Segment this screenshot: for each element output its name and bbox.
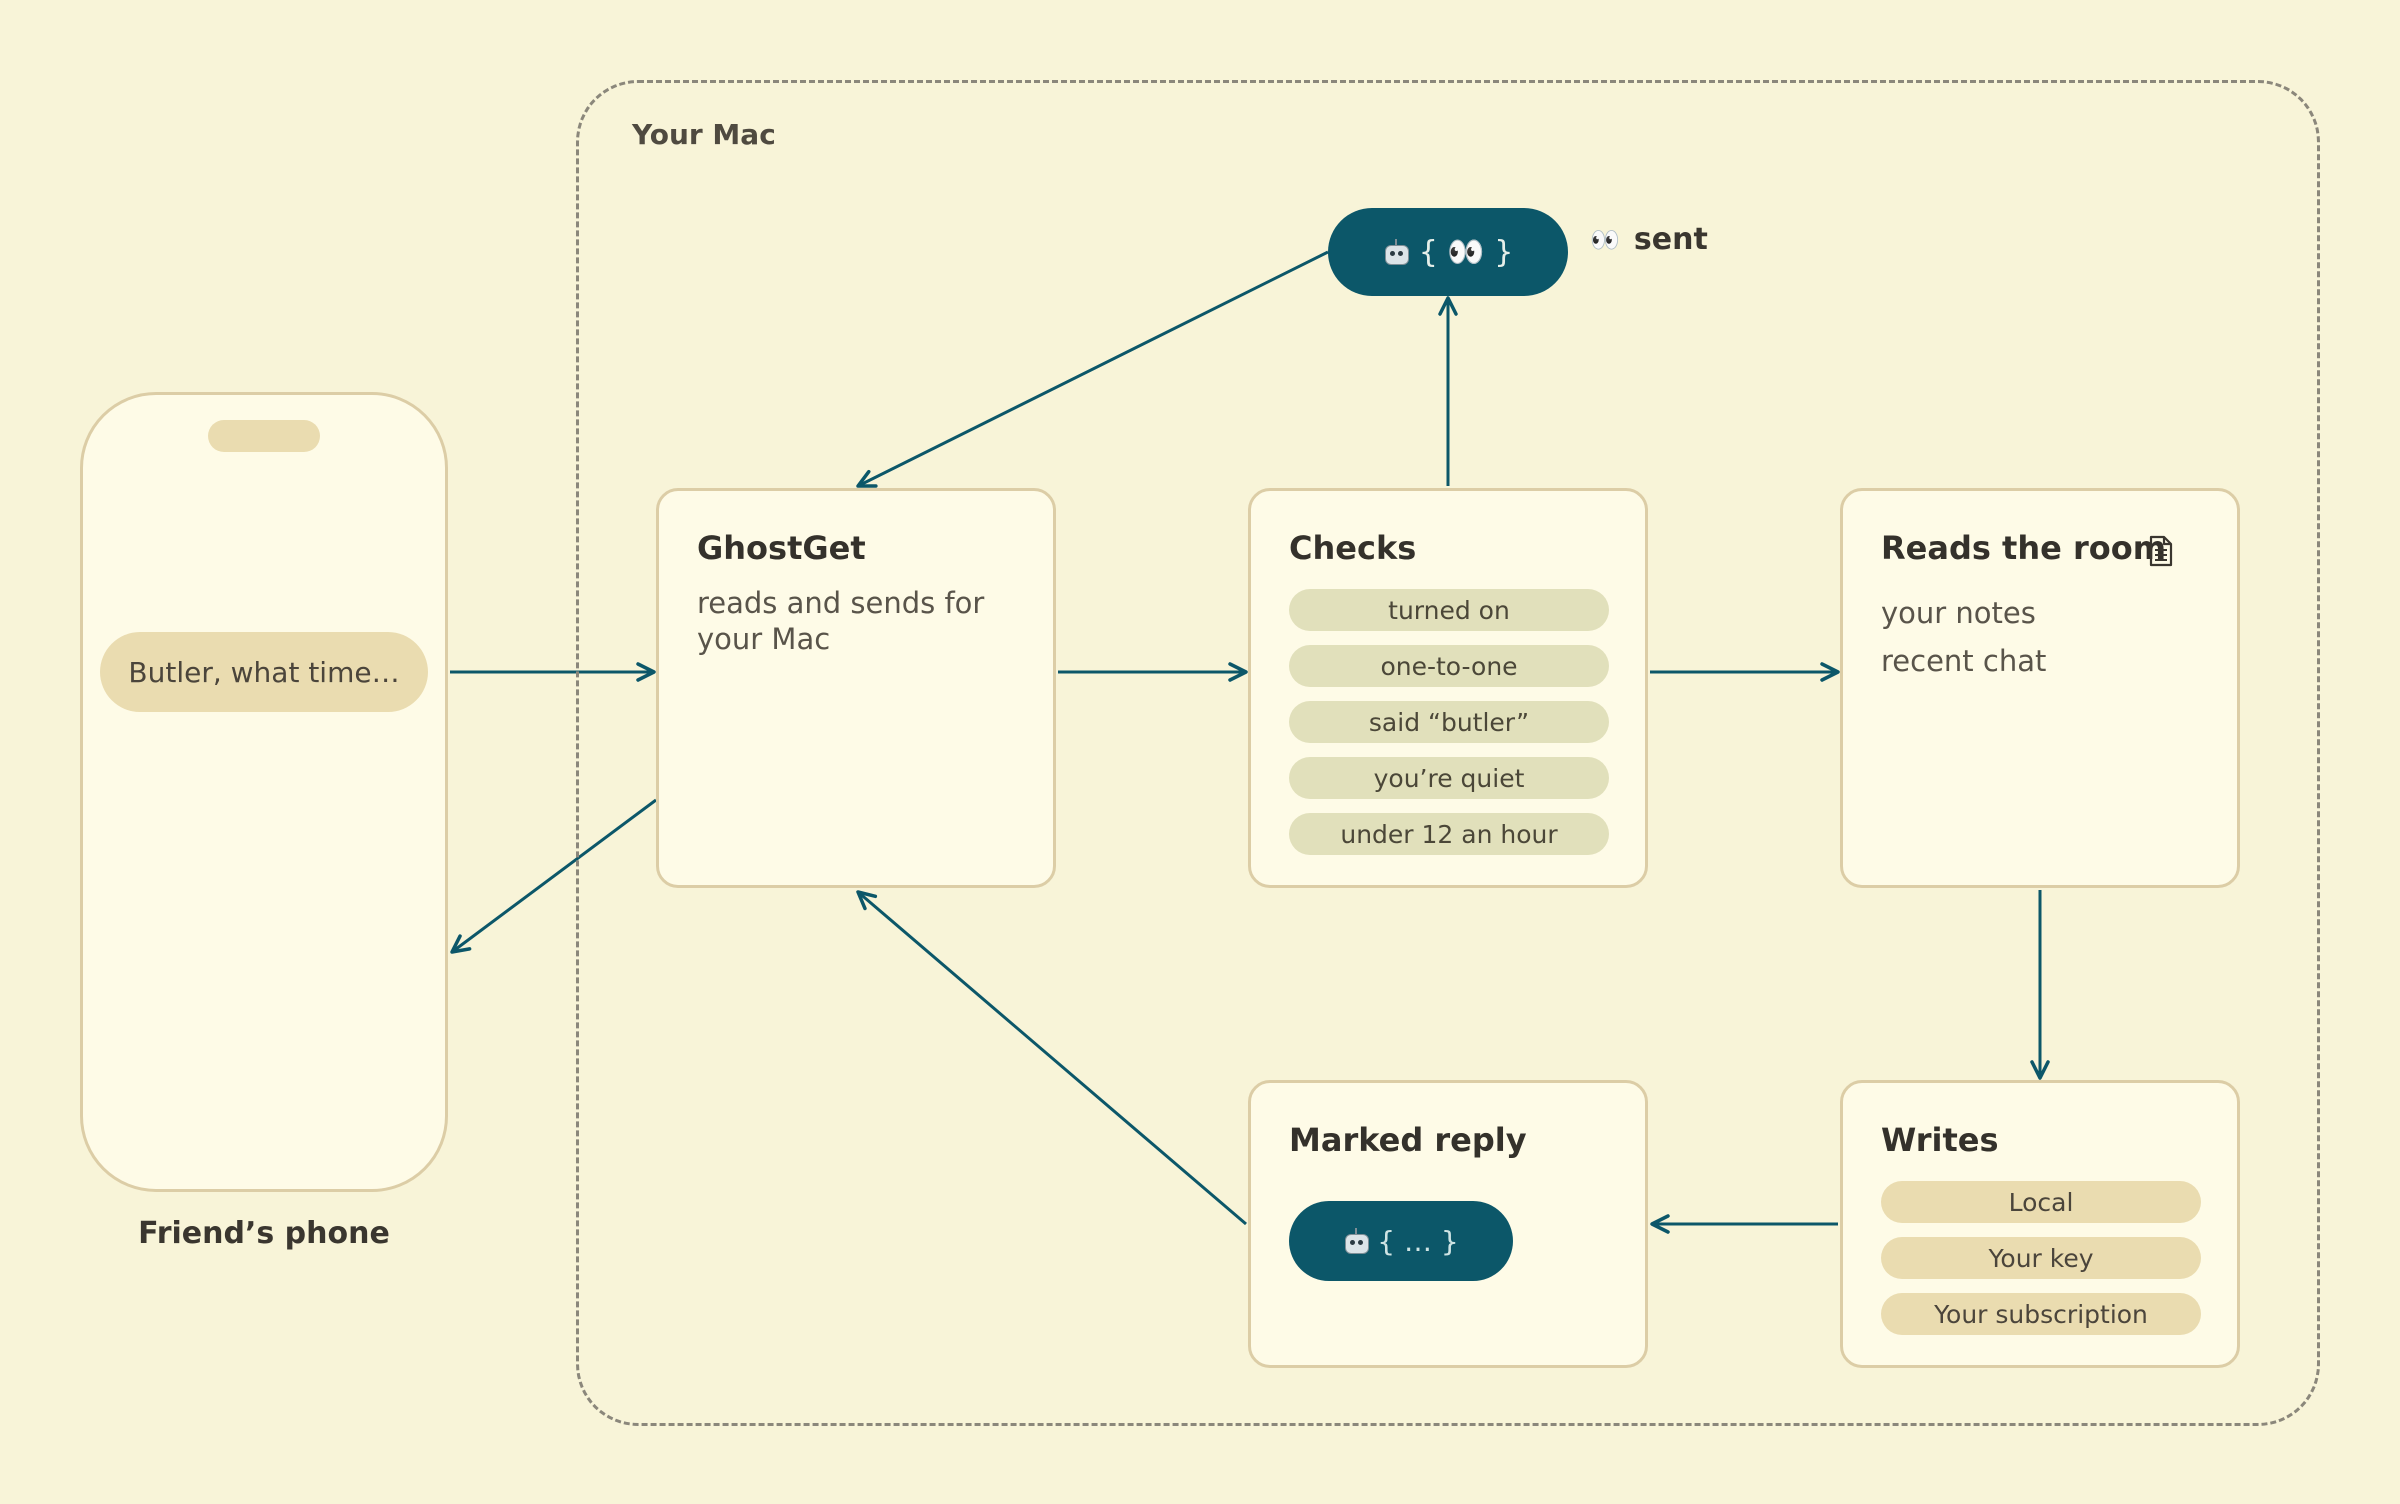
phone-label: Friend’s phone [138,1216,390,1251]
writes-chip: Local [1881,1181,2201,1223]
check-chip: one-to-one [1289,645,1609,687]
mac-boundary [576,80,2320,1426]
marked-title: Marked reply [1289,1121,1527,1159]
ghostget-card: GhostGet reads and sends for your Mac [656,488,1056,888]
eyes-icon: 👀 [1590,225,1620,254]
sent-reply-pill: { 👀 } [1328,208,1568,296]
document-icon [2149,535,2173,567]
ghostget-title: GhostGet [697,529,866,567]
robot-icon [1383,239,1409,265]
marked-pill-text: { … } [1377,1224,1459,1258]
reads-title: Reads the room [1881,529,2167,567]
reads-item: your notes [1881,596,2036,630]
checks-title: Checks [1289,529,1417,567]
writes-card: Writes Local Your key Your subscription [1840,1080,2240,1368]
sent-label: sent [1633,222,1708,257]
check-chip: said “butler” [1289,701,1609,743]
check-chip: you’re quiet [1289,757,1609,799]
friends-phone [80,392,448,1192]
arrow-ghostget-to-phone [450,798,657,954]
marked-reply-card: Marked reply { … } [1248,1080,1648,1368]
writes-chip: Your subscription [1881,1293,2201,1335]
check-chip: under 12 an hour [1289,813,1609,855]
phone-notch [208,420,320,452]
reads-item: recent chat [1881,644,2047,678]
phone-message-bubble: Butler, what time… [100,632,428,712]
marked-reply-pill: { … } [1289,1201,1513,1281]
checks-card: Checks turned on one-to-one said “butler… [1248,488,1648,888]
mac-label: Your Mac [632,118,776,151]
robot-icon [1343,1228,1370,1254]
writes-title: Writes [1881,1121,1999,1159]
ghostget-description: reads and sends for your Mac [697,586,985,656]
reads-list: your notes recent chat [1881,589,2046,685]
check-chip: turned on [1289,589,1609,631]
arrow-sent-to-ghostget [856,250,1329,488]
arrow-marked-to-ghostget [856,890,1247,1226]
sent-pill-text: { 👀 } [1418,234,1514,270]
writes-chip: Your key [1881,1237,2201,1279]
writes-list: Local Your key Your subscription [1881,1181,2201,1349]
sent-status: 👀 sent [1590,222,1708,257]
reads-the-room-card: Reads the room your notes recent chat [1840,488,2240,888]
checks-list: turned on one-to-one said “butler” you’r… [1289,589,1609,869]
